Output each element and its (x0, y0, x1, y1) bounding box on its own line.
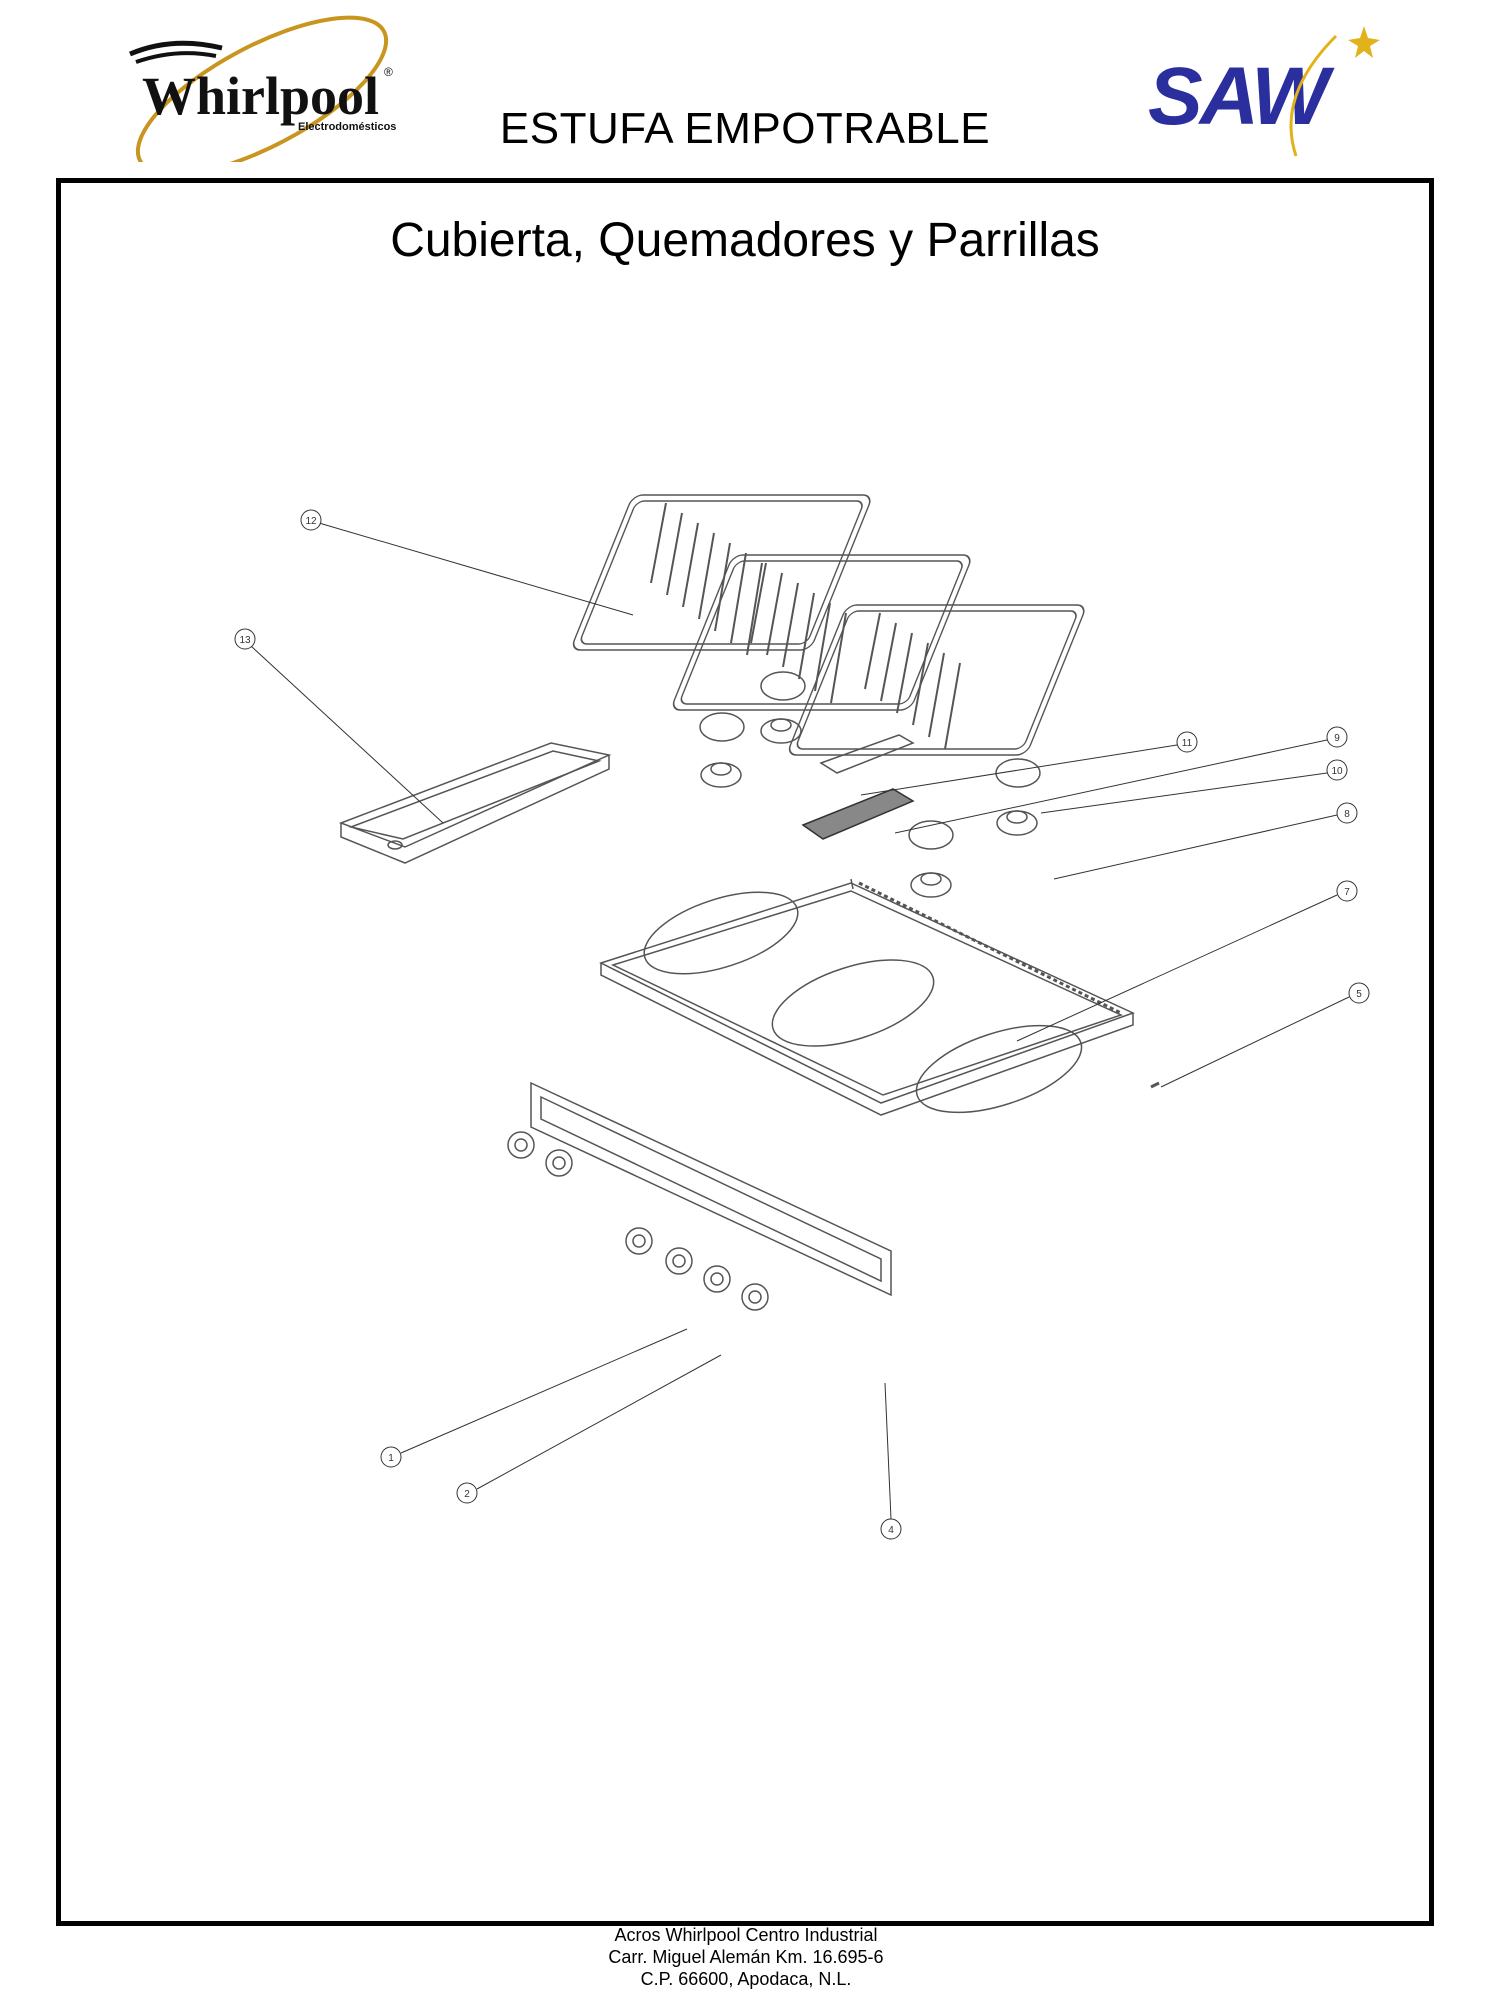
burner-grates (572, 494, 1085, 756)
callout-5: 5 (1348, 982, 1370, 1004)
svg-text:12: 12 (305, 516, 317, 527)
callout-8: 8 (1336, 802, 1358, 824)
svg-text:1: 1 (388, 1453, 394, 1464)
footer-line-2: Carr. Miguel Alemán Km. 16.695-6 (608, 1947, 884, 1967)
svg-text:13: 13 (239, 635, 251, 646)
svg-text:8: 8 (1344, 809, 1350, 820)
cooktop-panel (599, 881, 1135, 1116)
griddle-plate (338, 742, 612, 864)
svg-text:9: 9 (1334, 733, 1340, 744)
svg-text:4: 4 (888, 1525, 894, 1536)
burners (699, 671, 1041, 898)
section-title: Cubierta, Quemadores y Parrillas (390, 214, 1100, 267)
diagram-frame: Cubierta, Quemadores y Parrillas (56, 178, 1434, 1926)
saw-logo: SAW (1136, 16, 1386, 164)
footer-address: Acros Whirlpool Centro Industrial Carr. … (446, 1924, 1046, 1990)
control-panel (530, 1081, 892, 1297)
callout-11: 11 (1176, 731, 1198, 753)
callout-2: 2 (456, 1482, 478, 1504)
svg-text:2: 2 (464, 1489, 470, 1500)
svg-text:11: 11 (1182, 738, 1193, 749)
footer-line-3: C.P. 66600, Apodaca, N.L. (640, 1969, 852, 1989)
callout-4: 4 (880, 1518, 902, 1540)
whirlpool-logo: Whirlpool ® Electrodomésticos (112, 14, 402, 177)
saw-wordmark: SAW (1148, 51, 1335, 142)
footer-line-1: Acros Whirlpool Centro Industrial (614, 1925, 878, 1945)
whirlpool-wordmark: Whirlpool (142, 66, 379, 126)
callout-10: 10 (1326, 759, 1348, 781)
callout-12: 12 (300, 509, 322, 531)
exploded-diagram: 12 13 11 9 10 8 7 5 (234, 494, 1370, 1540)
svg-text:®: ® (384, 65, 393, 79)
callout-9: 9 (1326, 726, 1348, 748)
svg-text:5: 5 (1356, 989, 1362, 1000)
whirlpool-subtitle: Electrodomésticos (298, 121, 396, 133)
svg-text:10: 10 (1331, 766, 1343, 777)
document-title: ESTUFA EMPOTRABLE (499, 104, 991, 153)
control-knobs (507, 1131, 769, 1311)
callout-1: 1 (380, 1446, 402, 1468)
star-icon (1348, 26, 1380, 58)
callout-7: 7 (1336, 880, 1358, 902)
svg-text:7: 7 (1344, 887, 1350, 898)
callout-13: 13 (234, 628, 256, 650)
screw (1150, 1081, 1160, 1089)
